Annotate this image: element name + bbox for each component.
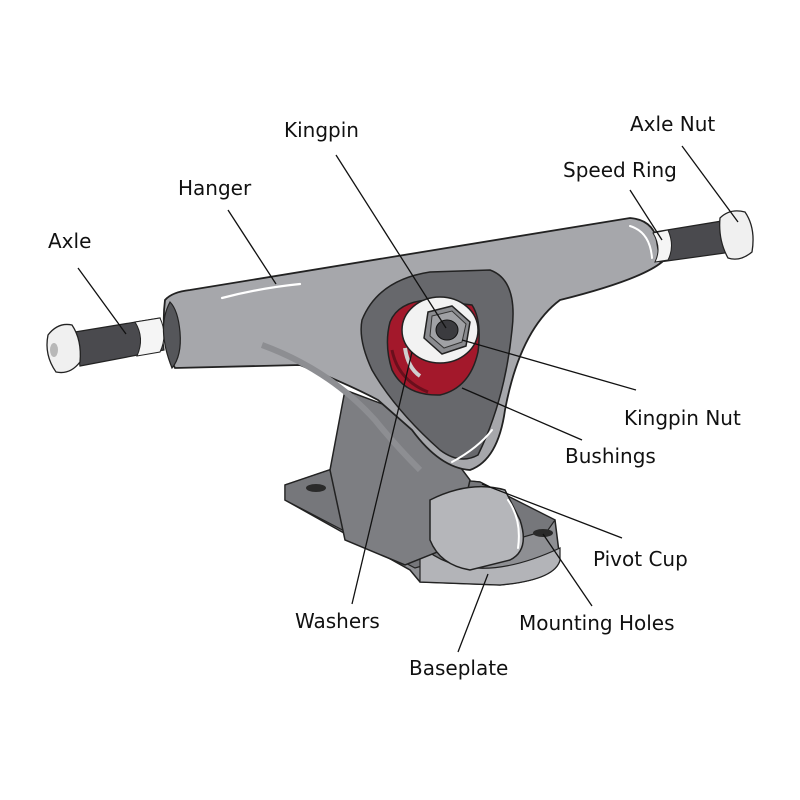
label-axle-nut: Axle Nut [630, 112, 716, 136]
label-kingpin-nut: Kingpin Nut [624, 406, 741, 430]
pivot-cup [429, 485, 525, 571]
label-baseplate: Baseplate [409, 656, 509, 680]
leader-line-bushings [461, 387, 583, 441]
leader-line-axle-nut [681, 145, 739, 223]
label-bushings: Bushings [565, 444, 656, 468]
label-axle: Axle [48, 229, 92, 253]
label-washers: Washers [295, 609, 380, 633]
leader-line-axle [77, 267, 127, 335]
label-pivot-cup: Pivot Cup [593, 547, 688, 571]
leader-line-hanger [227, 209, 277, 285]
label-mounting-holes: Mounting Holes [519, 611, 675, 635]
leader-line-mounting-holes [542, 533, 593, 607]
left-axle [46, 317, 165, 374]
kingpin [435, 319, 459, 341]
mounting-hole [306, 484, 326, 492]
left-axle-nut [46, 323, 81, 374]
left-speed-ring [134, 317, 165, 357]
leader-line-speed-ring [629, 189, 663, 241]
label-hanger: Hanger [178, 176, 252, 200]
leader-line-pivot-cup [481, 483, 623, 539]
right-axle [652, 210, 754, 263]
leader-line-washers [351, 351, 413, 605]
leader-line-kingpin-nut [461, 339, 637, 391]
right-axle-nut [719, 210, 754, 260]
leader-line-baseplate [457, 573, 489, 653]
label-kingpin: Kingpin [284, 118, 359, 142]
right-speed-ring [652, 229, 672, 263]
label-speed-ring: Speed Ring [563, 158, 677, 182]
leader-lines [77, 145, 739, 653]
leader-line-kingpin [335, 154, 447, 329]
mounting-hole [533, 529, 553, 537]
kingpin-nut [423, 305, 471, 355]
